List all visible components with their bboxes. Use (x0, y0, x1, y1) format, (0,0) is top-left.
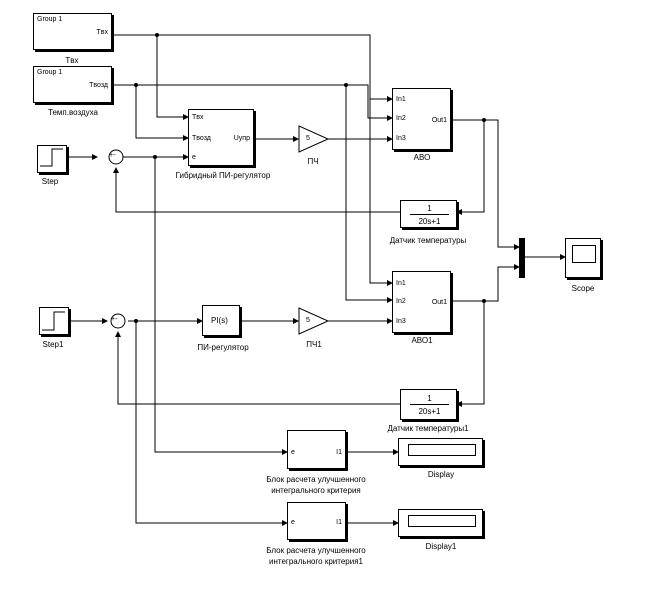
line-e-criteria (154, 157, 288, 455)
scope-screen-icon (572, 245, 596, 263)
scope-block[interactable] (565, 238, 601, 278)
avo-in3: In3 (396, 135, 406, 142)
group1-tvx-block[interactable]: Group 1 Tвх (33, 13, 112, 50)
line-avo-mux (484, 119, 520, 250)
line-tvozd-avo1 (345, 85, 393, 303)
line-e1-criteria (135, 321, 288, 526)
group1-tvozd-block[interactable]: Group 1 Tвозд (33, 66, 112, 103)
group1-tvx-name: Group 1 (37, 16, 63, 23)
step-icon-shape (40, 148, 63, 167)
step1-icon-shape (42, 311, 65, 331)
avo-label: АВО (413, 153, 431, 162)
criteria-label-line1: Блок расчета улучшенного (266, 475, 366, 484)
step1-block[interactable] (39, 307, 69, 335)
sensor-num: 1 (427, 204, 432, 213)
gain-triangle-pch1 (298, 307, 330, 335)
gain-pch1-value: 5 (306, 317, 310, 324)
avo1-block[interactable]: In1 In2 In3 Out1 (392, 271, 451, 333)
avo-out: Out1 (431, 117, 447, 124)
line-avo1-out (451, 300, 485, 407)
hybrid-pi-block[interactable]: Tвх Tвозд e Uупр (188, 109, 254, 166)
criteria-in: e (291, 449, 295, 456)
criteria1-block[interactable]: e I1 (287, 502, 346, 540)
pi-block[interactable]: PI(s) (202, 305, 240, 336)
display-block[interactable] (398, 438, 483, 466)
hybrid-pi-in2: Tвозд (192, 135, 211, 142)
hybrid-pi-in3: e (192, 154, 196, 161)
display-screen (408, 444, 476, 456)
line-tvozd (111, 84, 189, 141)
sensor1-num: 1 (427, 394, 432, 403)
sum-circle (108, 149, 124, 165)
avo-block[interactable]: In1 In2 In3 Out1 (392, 88, 451, 150)
criteria-out: I1 (336, 449, 342, 456)
pi-label: ПИ-регулятор (197, 343, 249, 352)
hybrid-pi-label: Гибридный ПИ-регулятор (175, 171, 271, 180)
avo1-out: Out1 (431, 299, 447, 306)
line-sensor-feedback (113, 167, 400, 213)
hybrid-pi-in1: Tвх (192, 114, 204, 121)
display-label: Display (427, 470, 455, 479)
line-avo-out (451, 119, 485, 215)
sensor1-block[interactable]: 1 20s+1 (400, 389, 457, 420)
sensor1-den: 20s+1 (418, 407, 441, 416)
sum-signs-1: +- (111, 316, 118, 323)
line-avo1-mux (484, 264, 520, 302)
criteria1-in: e (291, 519, 295, 526)
group1-tvx-port: Tвх (96, 29, 109, 36)
avo1-in1: In1 (396, 280, 406, 287)
gain-pch1-label: ПЧ1 (306, 340, 322, 349)
display1-screen (408, 515, 476, 527)
sum-circle-1 (110, 313, 126, 329)
mux-block[interactable] (519, 238, 525, 278)
criteria-block[interactable]: e I1 (287, 430, 346, 469)
display1-label: Display1 (425, 542, 457, 551)
avo-in2: In2 (396, 115, 406, 122)
line-tvx (111, 34, 393, 102)
line-tvozd-avo (136, 84, 393, 121)
display1-block[interactable] (398, 509, 483, 537)
sensor1-fraction-line (410, 404, 449, 405)
sensor-label: Датчик температуры (389, 236, 467, 245)
avo1-label: АВО1 (411, 336, 433, 345)
sensor1-label: Датчик температуры1 (387, 424, 469, 433)
group1-tvx-label: Tвх (65, 56, 79, 65)
criteria1-label-line1: Блок расчета улучшенного (266, 546, 366, 555)
avo-in1: In1 (396, 96, 406, 103)
pi-text: PI(s) (211, 316, 228, 325)
step1-label: Step1 (42, 340, 64, 349)
hybrid-pi-out: Uупр (233, 135, 250, 142)
step-block[interactable] (37, 145, 67, 173)
line-tvx-hybrid (156, 35, 189, 120)
sensor-den: 20s+1 (418, 217, 441, 226)
avo1-in3: In3 (396, 318, 406, 325)
scope-label: Scope (571, 284, 595, 293)
sensor-fraction-line (410, 214, 449, 215)
criteria1-label-line2: интегрального критерия1 (269, 557, 363, 566)
step-label: Step (41, 177, 59, 186)
group1-tvozd-name: Group 1 (37, 69, 63, 76)
gain-pch-label: ПЧ (307, 157, 319, 166)
group1-tvozd-port: Tвозд (89, 82, 108, 89)
line-tvx-avo1 (369, 99, 393, 286)
criteria-label-line2: интегрального критерия (271, 486, 361, 495)
sum-signs: +- (109, 152, 116, 159)
avo1-in2: In2 (396, 298, 406, 305)
gain-pch-value: 5 (306, 135, 310, 142)
criteria1-out: I1 (336, 519, 342, 526)
line-sensor1-feedback (115, 331, 400, 405)
gain-triangle-pch (298, 125, 330, 153)
sensor-block[interactable]: 1 20s+1 (400, 200, 457, 228)
group1-tvozd-label: Темп.воздуха (48, 108, 98, 117)
